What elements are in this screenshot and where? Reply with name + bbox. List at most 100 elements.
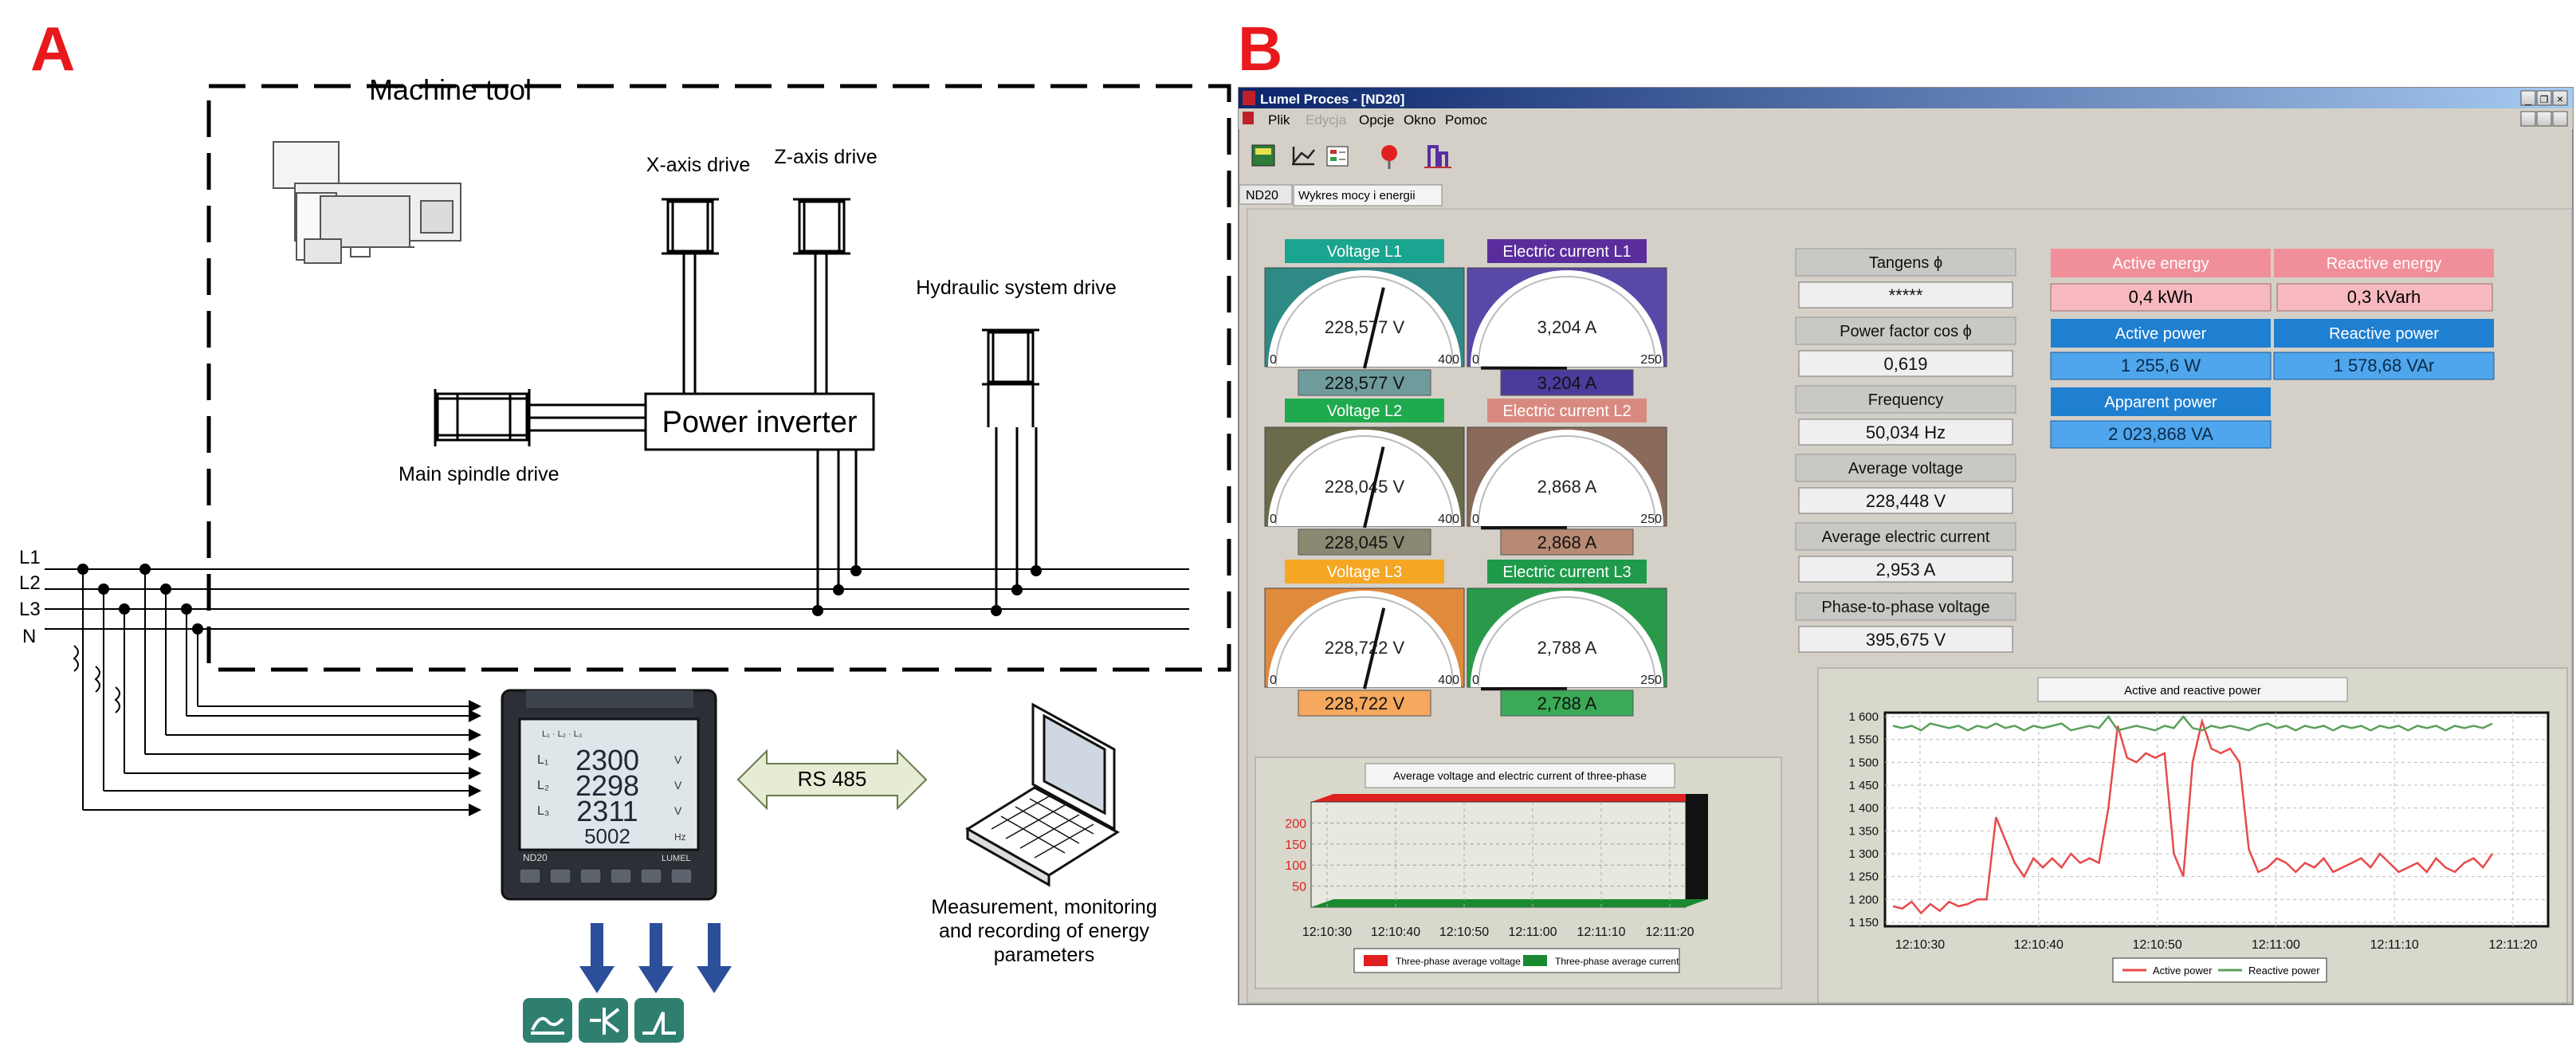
svg-text:_: _ — [2524, 92, 2531, 105]
meter-row-tag: L₁ · L₂ · L₃ — [542, 729, 582, 739]
avg-chart-legend — [1353, 948, 1680, 973]
meter-view-icon[interactable] — [1251, 144, 1275, 167]
tab-power-chart[interactable] — [1293, 184, 1443, 206]
reactive-power-box — [2273, 352, 2495, 380]
laptop-caption-3: parameters — [994, 944, 1094, 966]
meter-unit-1: V — [674, 753, 682, 766]
avg-chart-title: Average voltage and electric current of … — [1393, 769, 1647, 782]
panel-b-letter: B — [1238, 14, 1282, 84]
close-icon[interactable] — [2552, 90, 2568, 106]
param-label-box — [1795, 592, 2016, 621]
mdi-restore-icon[interactable] — [2536, 111, 2552, 127]
power-y-tick: 1 400 — [1848, 802, 1879, 815]
settings-view-icon[interactable] — [1326, 146, 1349, 167]
avg-y-tick: 200 — [1285, 817, 1306, 831]
power-y-tick: 1 250 — [1848, 870, 1879, 884]
power-y-tick: 1 600 — [1848, 710, 1879, 724]
avg-chart-title-box — [1365, 763, 1675, 788]
power-x-tick: 12:10:40 — [2014, 938, 2064, 952]
avg-x-tick: 12:10:30 — [1302, 925, 1352, 939]
analog-output-icon — [634, 998, 684, 1043]
param-label: Average voltage — [1848, 460, 1963, 477]
apparent-power-box — [2050, 420, 2272, 449]
gauge-reading: 2,788 A — [1537, 638, 1597, 658]
legend-swatch-voltage — [1364, 955, 1388, 966]
meter-reading-3: 2311 — [576, 795, 638, 827]
param-label: Average electric current — [1822, 529, 1990, 546]
relay-output-icon — [579, 998, 628, 1043]
active-power-header — [2051, 319, 2271, 348]
gauge-reading: 2,868 A — [1537, 477, 1597, 497]
menu-okno[interactable]: Okno — [1404, 112, 1436, 128]
gauge-dial — [1268, 430, 1461, 526]
gauge-label: Electric current L2 — [1502, 403, 1631, 420]
reactive-power-header — [2274, 319, 2494, 348]
alarm-pin-icon[interactable] — [1381, 145, 1397, 169]
line-label-l1: L1 — [19, 547, 41, 568]
mdi-close-icon[interactable] — [2552, 111, 2568, 127]
inverter-supply-wires — [816, 450, 858, 611]
avg-y-tick: 50 — [1292, 881, 1306, 894]
param-label: Frequency — [1868, 391, 1944, 409]
title-bar[interactable] — [1239, 88, 2573, 108]
power-chart-title-box — [2037, 677, 2348, 702]
menu-plik[interactable]: Plik — [1268, 112, 1290, 128]
avg-chart-area — [1310, 801, 1687, 908]
main-spindle-motor-icon — [434, 389, 646, 446]
power-y-tick: 1 300 — [1848, 847, 1879, 861]
junction-dots — [77, 564, 203, 635]
power-series-active — [1892, 717, 2494, 915]
active-power-value: 1 255,6 W — [2121, 356, 2201, 375]
rs485-link-arrow — [736, 749, 928, 811]
gauge-max: 250 — [1640, 674, 1662, 687]
signal-icon[interactable] — [1424, 145, 1451, 168]
param-1: Tangens ϕ ***** — [1795, 248, 2016, 308]
gauge-min: 0 — [1270, 674, 1277, 687]
gauge-label: Electric current L3 — [1502, 564, 1631, 581]
restore-icon[interactable] — [2536, 90, 2552, 106]
gauge-value: 228,722 V — [1325, 694, 1405, 713]
reactive-energy-box — [2276, 283, 2493, 312]
mdi-controls — [2520, 111, 2568, 127]
menu-edycja[interactable]: Edycja — [1306, 112, 1347, 128]
power-inverter-label: Power inverter — [662, 406, 858, 439]
param-label: Tangens ϕ — [1869, 254, 1942, 272]
param-label-box — [1795, 316, 2016, 345]
menu-pomoc[interactable]: Pomoc — [1445, 112, 1487, 128]
minimize-icon[interactable] — [2520, 90, 2536, 106]
gauge-value: 2,788 A — [1537, 694, 1597, 713]
legend-label-reactive: Reactive power — [2248, 965, 2320, 977]
meter-unit-4: Hz — [674, 831, 686, 843]
legend-label-current: Three-phase average current — [1555, 956, 1679, 967]
menu-opcje[interactable]: Opcje — [1359, 112, 1394, 128]
rs485-label: RS 485 — [798, 767, 867, 791]
output-arrows — [579, 923, 732, 993]
energy-panel: Active energy 0,4 kWh Reactive energy 0,… — [2050, 249, 2495, 449]
gauge-label-box — [1285, 239, 1444, 263]
apparent-power-header — [2051, 387, 2271, 416]
meter-reading-2: 2298 — [575, 769, 639, 802]
laptop-icon — [965, 702, 1120, 887]
param-value-box — [1798, 556, 2013, 583]
avg-chart-bottom-band — [1311, 899, 1708, 907]
gauge-max: 400 — [1438, 353, 1459, 367]
current-transformer-icon — [73, 645, 120, 713]
meter-row-tag-2: L₂ — [537, 779, 549, 792]
meter-wiring — [82, 569, 470, 811]
param-value: ***** — [1889, 285, 1923, 305]
param-value: 0,619 — [1883, 354, 1927, 374]
param-value-box — [1798, 487, 2013, 514]
machine-tool-boundary — [206, 84, 1231, 672]
tab-nd20[interactable] — [1239, 184, 1293, 205]
tab-nd20-label: ND20 — [1246, 189, 1278, 202]
gauge-value-box — [1298, 690, 1431, 717]
mdi-minimize-icon[interactable] — [2520, 111, 2536, 127]
gauge-value: 228,577 V — [1325, 373, 1405, 393]
chart-view-icon[interactable] — [1292, 147, 1315, 166]
gauge-dial — [1471, 591, 1663, 687]
gauge-value-box — [1298, 529, 1431, 556]
power-x-tick: 12:10:30 — [1895, 938, 1945, 952]
x-axis-drive-label: X-axis drive — [646, 154, 751, 176]
